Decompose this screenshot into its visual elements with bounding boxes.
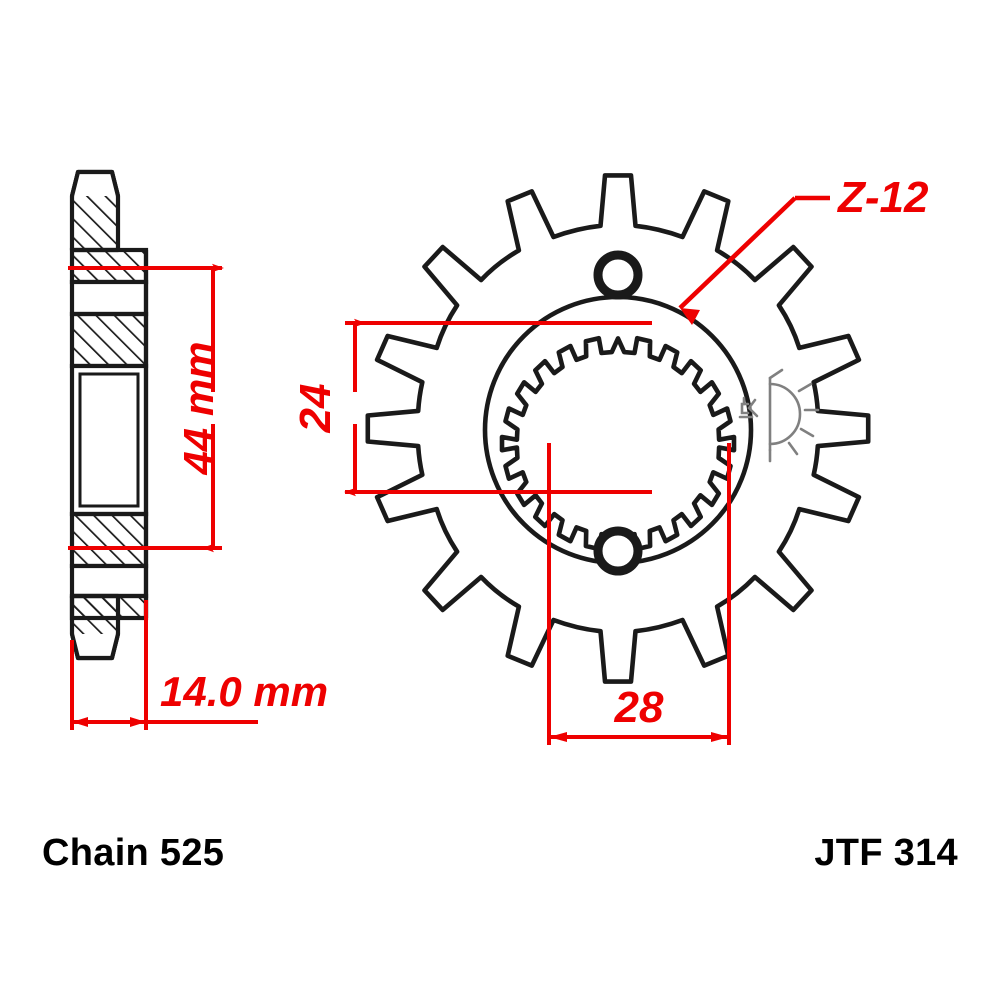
dimension-44mm-value: 44 mm: [175, 341, 222, 475]
side-view-upper-band: [69, 279, 149, 317]
dimension-28: 28: [547, 443, 731, 745]
side-view-bore: [69, 363, 149, 517]
surface-finish-symbol: [738, 368, 820, 463]
dimension-14mm-value: 14.0 mm: [160, 668, 328, 715]
dimension-14mm: 14.0 mm: [70, 600, 328, 730]
callout-z12-value: Z-12: [836, 173, 929, 222]
dimension-24-value: 24: [291, 384, 340, 434]
splined-bore: [499, 335, 737, 552]
side-section-view: [69, 169, 149, 661]
front-face-view: [365, 173, 871, 684]
dimension-24: 24: [291, 318, 652, 497]
side-view-lower-band: [69, 563, 149, 599]
callout-z12: Z-12: [678, 173, 929, 325]
side-view-upper-tooth: [69, 169, 121, 253]
bolt-hole-bottom: [593, 526, 643, 576]
side-view-lower-hub: [69, 511, 149, 569]
dimension-28-value: 28: [614, 683, 664, 732]
chain-spec-label: Chain 525: [42, 832, 225, 874]
side-view-upper-hub: [69, 311, 149, 369]
side-view-lower-tooth: [69, 593, 121, 661]
part-number-label: JTF 314: [814, 832, 958, 874]
bolt-hole-top: [593, 250, 643, 300]
dimension-44mm: 44 mm: [68, 263, 224, 553]
